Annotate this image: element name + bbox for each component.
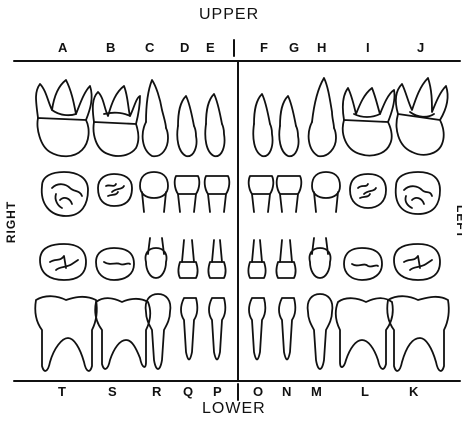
tooth-S-occlusal	[96, 248, 134, 280]
tooth-C-side	[143, 80, 168, 156]
tooth-G-occlusal	[277, 176, 302, 212]
tooth-H-occlusal	[312, 172, 340, 212]
tooth-Q-side	[181, 298, 197, 360]
tooth-N-side	[279, 298, 295, 360]
tooth-A-side	[36, 80, 92, 156]
tooth-I-occlusal	[350, 174, 386, 208]
tooth-C-occlusal	[140, 172, 168, 212]
tooth-M-occlusal	[309, 238, 330, 278]
tooth-O-occlusal	[249, 240, 266, 278]
tooth-T-side	[35, 296, 97, 371]
tooth-N-occlusal	[277, 240, 296, 278]
tooth-D-occlusal	[175, 176, 200, 212]
tooth-E-side	[205, 94, 224, 156]
tooth-B-occlusal	[98, 174, 132, 206]
tooth-O-side	[249, 298, 265, 360]
tooth-E-occlusal	[205, 176, 230, 212]
tooth-D-side	[177, 96, 196, 156]
tooth-K-side	[387, 296, 449, 371]
tooth-M-side	[308, 294, 333, 369]
tooth-H-side	[309, 78, 336, 156]
tooth-K-occlusal	[394, 244, 440, 280]
tooth-L-side	[336, 298, 393, 369]
tooth-F-occlusal	[249, 176, 274, 212]
tooth-B-side	[93, 86, 140, 156]
tooth-P-side	[209, 298, 225, 360]
tooth-S-side	[95, 298, 150, 369]
tooth-G-side	[279, 96, 298, 156]
tooth-L-occlusal	[344, 248, 382, 280]
tooth-I-side	[343, 88, 395, 156]
tooth-R-occlusal	[145, 238, 166, 278]
tooth-J-occlusal	[396, 172, 440, 214]
tooth-A-occlusal	[42, 172, 88, 216]
tooth-Q-occlusal	[179, 240, 198, 278]
tooth-J-side	[396, 78, 448, 155]
tooth-T-occlusal	[40, 244, 86, 280]
tooth-P-occlusal	[209, 240, 226, 278]
tooth-F-side	[253, 94, 272, 156]
